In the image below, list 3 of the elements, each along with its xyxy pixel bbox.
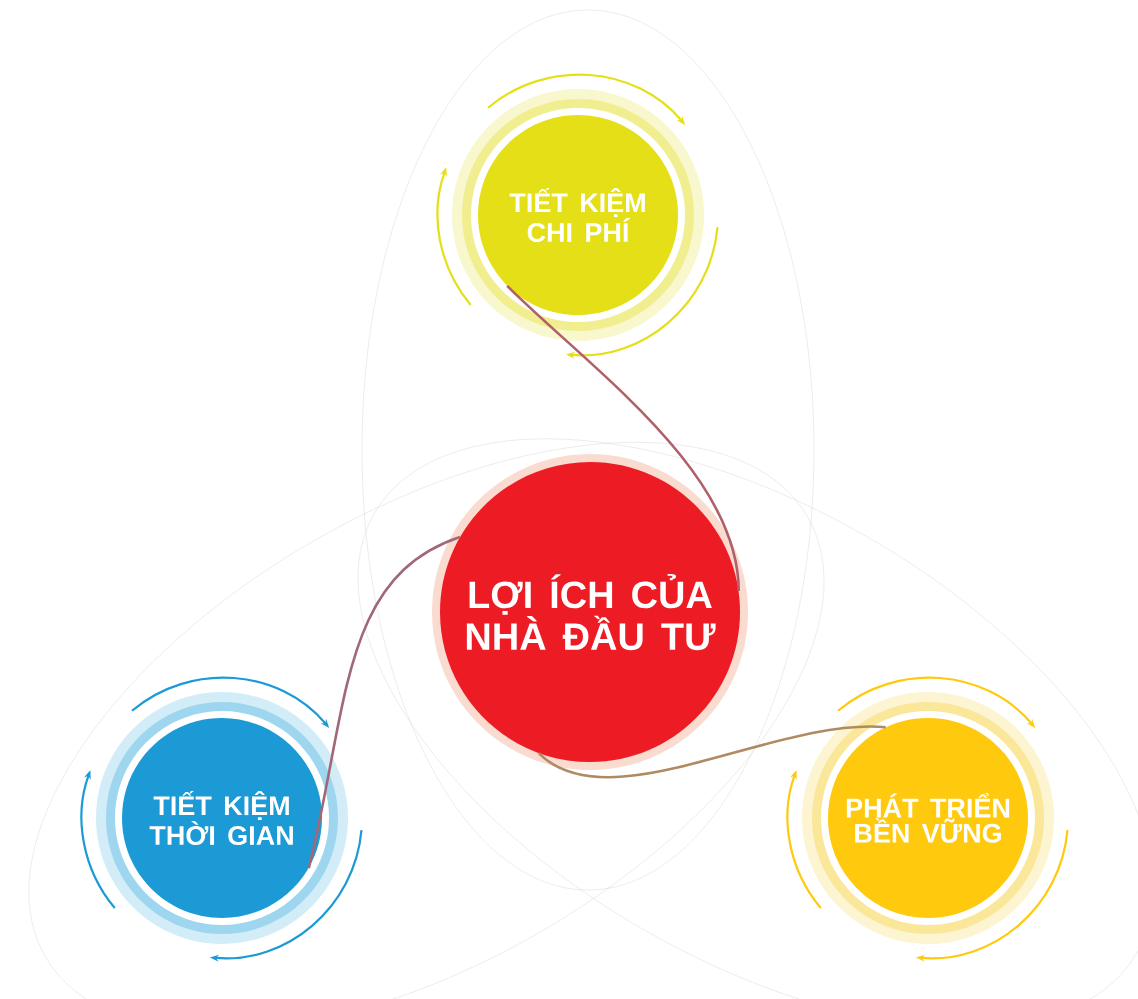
connector-curve [537, 725, 886, 779]
connector-curve [307, 535, 461, 869]
connector-curve [506, 284, 741, 592]
